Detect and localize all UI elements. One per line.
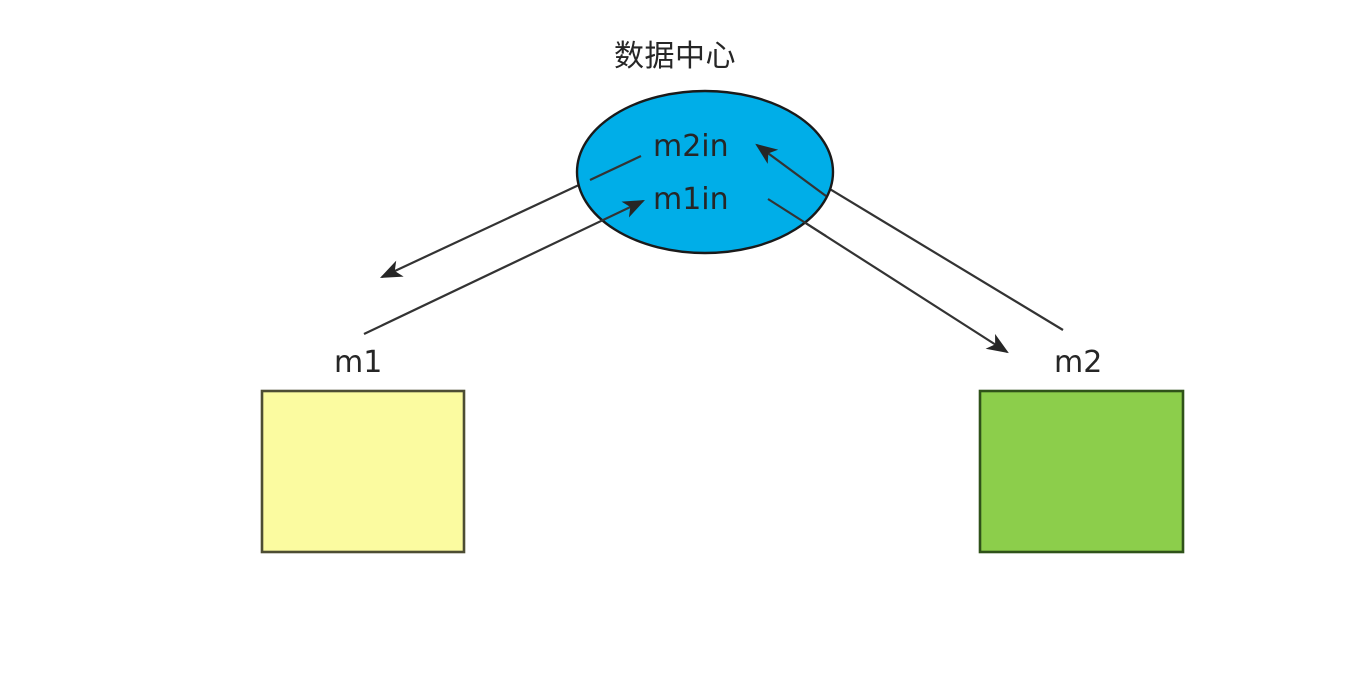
edge-m2-to-m2in-head <box>755 143 827 197</box>
ellipse-inner-label-m2in: m2in <box>653 129 729 164</box>
node-label-m2: m2 <box>1054 345 1103 380</box>
edge-m1in-out-right-stub <box>767 198 827 237</box>
diagram-title: 数据中心 <box>614 39 736 74</box>
ellipse-inner-label-m1in: m1in <box>653 182 729 217</box>
node-m1-rect[interactable] <box>260 389 466 554</box>
edge-m1-to-m1in <box>363 200 645 335</box>
node-m2-rect[interactable] <box>978 389 1185 554</box>
edge-layer-overlay <box>363 143 827 335</box>
node-label-m1: m1 <box>334 345 383 380</box>
edge-m2in-out-left-stub <box>589 155 642 181</box>
